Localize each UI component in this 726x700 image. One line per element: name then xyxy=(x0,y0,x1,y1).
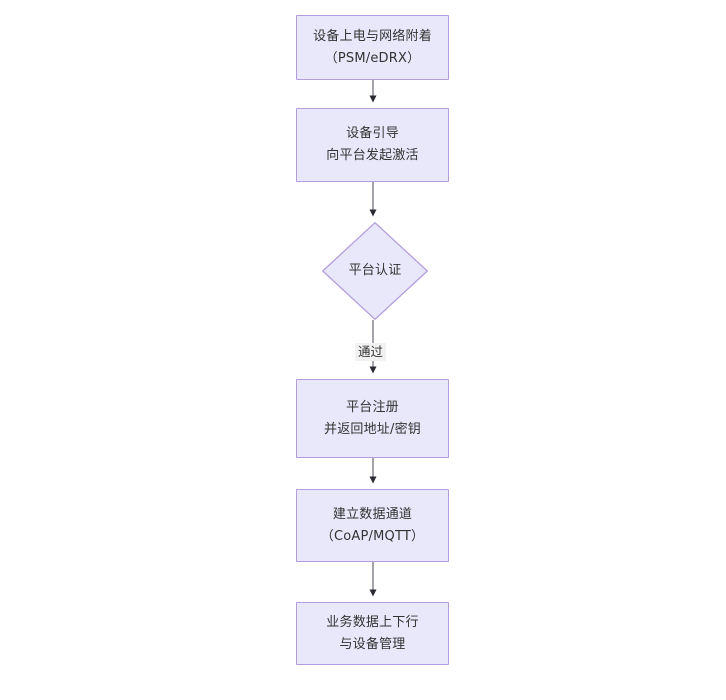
node-platform-auth[interactable]: 平台认证 xyxy=(322,222,428,320)
node-platform-register-label: 平台注册 并返回地址/密钥 xyxy=(324,399,421,437)
node-data-channel[interactable]: 建立数据通道 （CoAP/MQTT） xyxy=(296,489,449,562)
node-platform-register[interactable]: 平台注册 并返回地址/密钥 xyxy=(296,379,449,458)
node-bootstrap[interactable]: 设备引导 向平台发起激活 xyxy=(296,108,449,182)
diamond-shape xyxy=(322,222,428,320)
node-data-channel-label: 建立数据通道 （CoAP/MQTT） xyxy=(320,506,425,544)
node-service-data[interactable]: 业务数据上下行 与设备管理 xyxy=(296,602,449,665)
node-bootstrap-label: 设备引导 向平台发起激活 xyxy=(326,126,419,163)
node-platform-auth-label: 平台认证 xyxy=(348,263,402,278)
node-power-on-label: 设备上电与网络附着 （PSM/eDRX） xyxy=(313,28,432,66)
node-power-on[interactable]: 设备上电与网络附着 （PSM/eDRX） xyxy=(296,15,449,80)
node-service-data-label: 业务数据上下行 与设备管理 xyxy=(326,614,419,652)
edge-label-pass: 通过 xyxy=(355,343,387,361)
